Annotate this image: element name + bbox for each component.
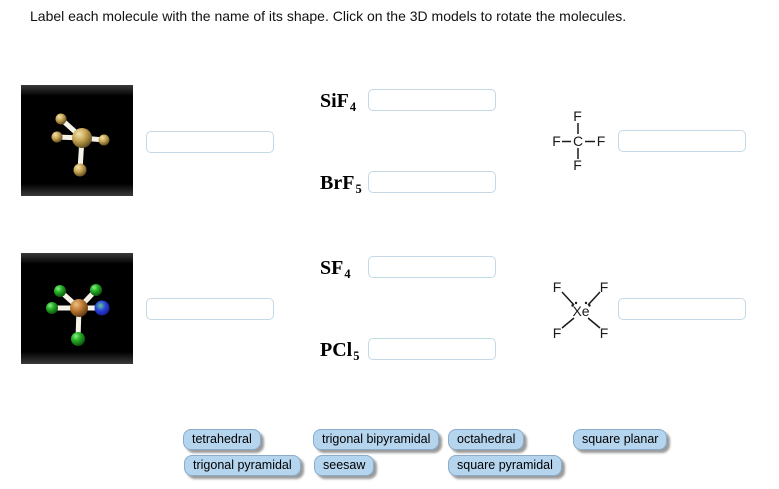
- sif4-answer-input[interactable]: [368, 89, 496, 111]
- molecule-3d-model-1[interactable]: [21, 85, 133, 196]
- formula-subscript: 4: [344, 267, 351, 282]
- atom-label-f-left: F: [552, 133, 561, 149]
- bonds: [562, 123, 595, 159]
- atom-label-f-top: F: [573, 108, 582, 124]
- formula-subscript: 5: [355, 182, 362, 197]
- atom-green: [46, 302, 58, 314]
- instruction-text: Label each molecule with the name of its…: [30, 8, 627, 24]
- atom-green: [54, 285, 66, 297]
- molecule-3d-model-2-graphic: [46, 284, 110, 346]
- xef4-answer-input[interactable]: [618, 298, 746, 320]
- chip-trigonal-pyramidal[interactable]: trigonal pyramidal: [184, 455, 301, 476]
- formula-base: SiF: [320, 90, 349, 112]
- formula-subscript: 5: [353, 349, 360, 364]
- chip-trigonal-bipyramidal[interactable]: trigonal bipyramidal: [313, 429, 440, 450]
- chip-square-pyramidal[interactable]: square pyramidal: [448, 455, 562, 476]
- model-2-answer-input[interactable]: [146, 298, 274, 320]
- atom: [98, 134, 110, 146]
- atom: [55, 113, 67, 125]
- pcl5-answer-input[interactable]: [368, 338, 496, 360]
- chip-seesaw[interactable]: seesaw: [314, 455, 375, 476]
- formula-brf5: BrF5: [320, 172, 362, 200]
- central-atom: [70, 299, 88, 317]
- atom-label-f-top-left: F: [553, 279, 562, 295]
- atom-label-f-bottom: F: [573, 157, 582, 172]
- bonds: [561, 291, 601, 329]
- atom-label-center-c: C: [573, 133, 583, 149]
- atom: [73, 163, 87, 177]
- formula-subscript: 4: [349, 100, 357, 115]
- cf4-answer-input[interactable]: [618, 130, 746, 152]
- atom-label-f-right: F: [597, 133, 606, 149]
- brf5-answer-input[interactable]: [368, 171, 496, 193]
- formula-base: BrF: [320, 172, 355, 194]
- atom-label-f-bottom-right: F: [600, 325, 609, 341]
- sf4-answer-input[interactable]: [368, 256, 496, 278]
- molecule-3d-model-1-graphic: [51, 113, 110, 177]
- atom-label-f-bottom-left: F: [553, 325, 562, 341]
- formula-base: PCl: [320, 339, 353, 361]
- formula-pcl5: PCl5: [320, 339, 359, 367]
- chip-tetrahedral[interactable]: tetrahedral: [183, 429, 261, 450]
- atom-blue: [94, 300, 110, 316]
- lewis-structure-cf4: F F F F C: [552, 108, 606, 172]
- atom: [51, 131, 63, 143]
- atom-label-center-xe: Xe: [572, 303, 589, 319]
- model-1-answer-input[interactable]: [146, 131, 274, 153]
- lone-pair-dots: [571, 301, 591, 307]
- molecule-3d-model-2[interactable]: [21, 253, 133, 364]
- formula-base: SF: [320, 257, 344, 279]
- chip-square-planar[interactable]: square planar: [573, 429, 668, 450]
- atom-label-f-top-right: F: [600, 279, 609, 295]
- central-atom: [72, 128, 92, 148]
- atom-green: [90, 284, 102, 296]
- formula-sf4: SF4: [320, 257, 351, 285]
- lewis-structure-xef4: F F F F Xe: [553, 279, 609, 341]
- atom-green: [71, 332, 85, 346]
- chip-octahedral[interactable]: octahedral: [448, 429, 525, 450]
- formula-sif4: SiF4: [320, 90, 356, 118]
